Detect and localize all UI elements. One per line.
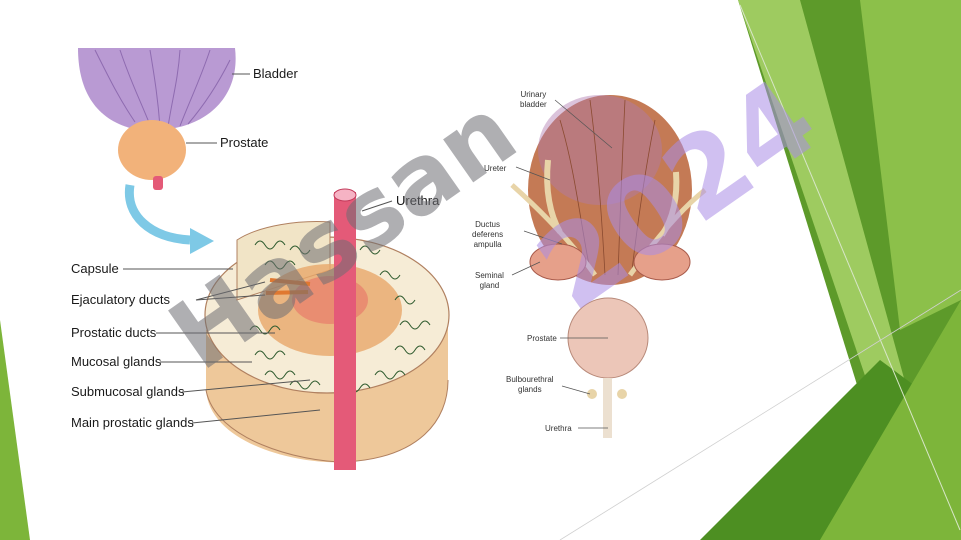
thin-line-2	[559, 289, 961, 540]
ductus-deferens-left	[510, 183, 598, 277]
green-shape-pale	[738, 0, 910, 420]
bladder-folds	[94, 49, 231, 128]
urethra-opening	[333, 188, 357, 202]
label-urethra: Urethra	[396, 193, 440, 208]
label-prostate-right: Prostate	[527, 334, 557, 343]
right-leader-lines	[511, 99, 613, 429]
bladder-muscle-lines	[559, 99, 656, 276]
label-capsule: Capsule	[71, 261, 119, 276]
bulbourethral-gland-right	[617, 389, 627, 399]
gland-squiggles	[249, 240, 431, 393]
left-leader-lines	[123, 200, 393, 424]
label-seminal-gland: Seminal gland	[475, 271, 504, 290]
bulbourethral-gland-left	[587, 389, 597, 399]
label-submucosal-glands: Submucosal glands	[71, 384, 185, 399]
label-bladder: Bladder	[253, 66, 298, 81]
label-mucosal-glands: Mucosal glands	[71, 354, 162, 369]
label-urethra-right: Urethra	[545, 424, 572, 433]
label-prostatic-ducts: Prostatic ducts	[71, 325, 157, 340]
prostate-small-shape	[118, 120, 186, 180]
ejaculatory-ducts-shape	[265, 278, 311, 295]
left-green-sliver	[0, 320, 30, 540]
seminal-gland-right	[633, 243, 691, 281]
thin-line-1	[739, 4, 961, 531]
prostate-small-urethra	[153, 176, 163, 190]
green-shape-bottom-light	[820, 300, 961, 540]
seminal-gland-left	[529, 243, 587, 281]
label-main-prostatic-glands: Main prostatic glands	[71, 415, 194, 430]
label-ureter: Ureter	[484, 164, 507, 173]
green-shape-light-top	[860, 0, 961, 330]
transition-arrow-shaft	[124, 184, 191, 245]
transition-arrow-head	[190, 228, 214, 254]
label-ejaculatory-ducts: Ejaculatory ducts	[71, 292, 170, 307]
label-ductus-deferens-ampulla: Ductus deferens ampulla	[472, 220, 504, 249]
bladder-shape	[78, 48, 236, 128]
urethra-posterior-shape	[603, 378, 612, 438]
label-bulbourethral-glands: Bulbourethral glands	[506, 375, 554, 394]
label-urinary-bladder: Urinary bladder	[520, 90, 547, 109]
bladder-highlight	[538, 95, 662, 205]
label-prostate: Prostate	[220, 135, 269, 150]
urethra-tube	[334, 192, 356, 470]
